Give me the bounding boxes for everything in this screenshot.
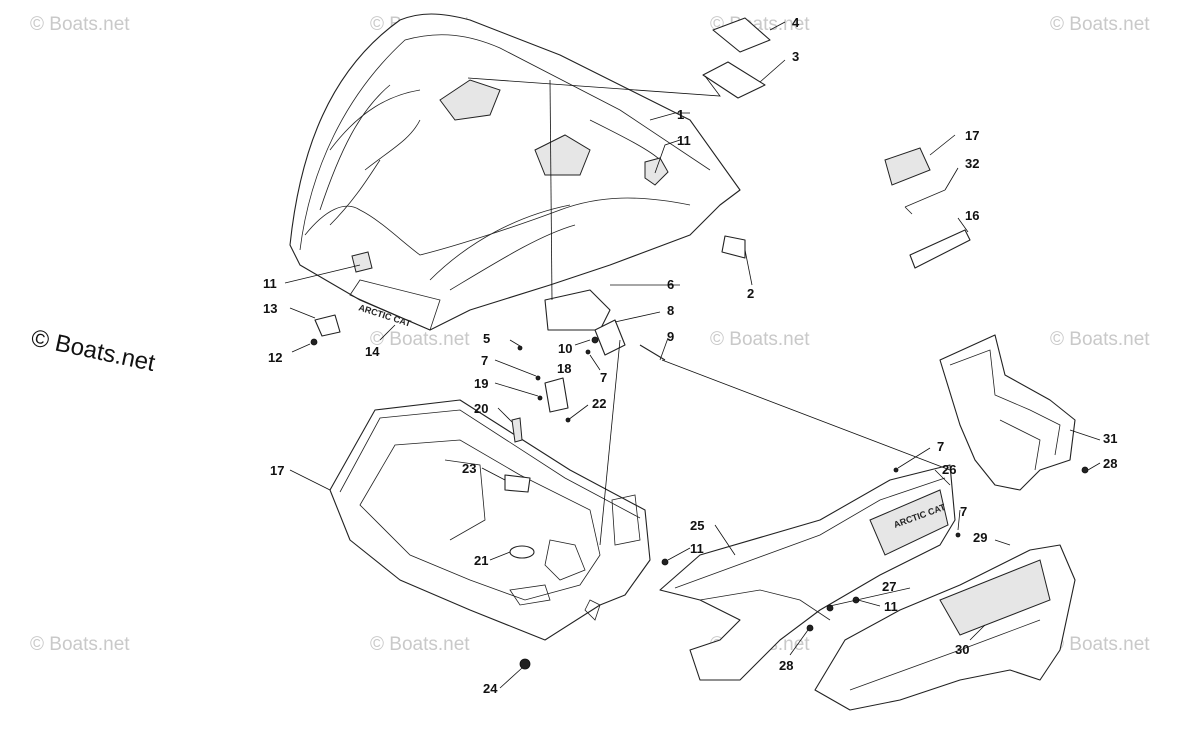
screw-part-7: [893, 467, 899, 473]
watermark-main: © Boats.net: [29, 324, 158, 377]
nut-part-11: [661, 558, 669, 566]
vent-part-4: [712, 17, 771, 53]
screw-part-28: [1081, 466, 1089, 474]
pin-part-9: [639, 344, 666, 361]
callout-7: 7: [937, 439, 944, 454]
screw-part-12: [310, 338, 318, 346]
strap-part-15: [909, 229, 971, 269]
decal-part-26: [869, 489, 949, 556]
nut-part-7: [535, 375, 541, 381]
hinge-part-8: [594, 319, 626, 356]
callout-10: 10: [558, 341, 572, 356]
callout-1: 1: [677, 107, 684, 122]
callout-25: 25: [690, 518, 704, 533]
callout-5: 5: [483, 331, 490, 346]
watermark-tiles: © Boats.net © Boats.net © Boats.net © Bo…: [30, 14, 1150, 655]
callout-12: 12: [268, 350, 282, 365]
bracket-part-13: [314, 314, 341, 337]
callout-26: 26: [942, 462, 956, 477]
callout-16: 17: [965, 128, 979, 143]
side-pod-part-31: [939, 334, 1076, 491]
callout-28: 28: [1103, 456, 1117, 471]
callout-3: 3: [792, 49, 799, 64]
lower-panel-part-29: [814, 544, 1076, 711]
screw-part-28: [806, 624, 814, 632]
callout-8: 8: [667, 303, 674, 318]
callout-11: 11: [884, 599, 898, 614]
callout-31: 31: [1103, 431, 1117, 446]
callout-21: 21: [474, 553, 488, 568]
storage-bin-part-17: [329, 377, 651, 641]
hood-part-1: ARCTIC CAT: [289, 13, 741, 331]
callout-11: 11: [690, 541, 704, 556]
callout-7: 7: [481, 353, 488, 368]
callout-11: 11: [677, 133, 691, 148]
tool-part-32: [904, 189, 946, 215]
washer-part-10: [591, 336, 599, 344]
hinge-bracket-part-6: [544, 289, 611, 331]
callout-23: 23: [462, 461, 476, 476]
label-part-20: [511, 417, 523, 443]
callout-7: 7: [600, 370, 607, 385]
callout-14: 14: [365, 344, 380, 359]
plug-part-21: [509, 545, 535, 559]
callout-27: 27: [882, 579, 896, 594]
callout-9: 9: [667, 329, 674, 344]
watermark-tile: © Boats.net: [30, 634, 130, 655]
callout-20: 20: [474, 401, 488, 416]
pad-part-16: [884, 147, 931, 186]
callout-7: 7: [960, 504, 967, 519]
push-rivet-part-24: [519, 658, 531, 670]
watermark-tile: © Boats.net: [370, 634, 470, 655]
callout-22: 22: [592, 396, 606, 411]
watermark-tile: © Boats.net: [1050, 329, 1150, 350]
callout-19: 19: [474, 376, 488, 391]
watermark-tile: © Boats.net: [370, 329, 470, 350]
trim-strip-part-2: [721, 235, 746, 259]
callout-15: 16: [965, 208, 979, 223]
callout-32: 32: [965, 156, 979, 171]
watermark-tile: © Boats.net: [1050, 634, 1150, 655]
watermark-tile: © Boats.net: [30, 14, 130, 35]
callout-17: 17: [270, 463, 284, 478]
callout-29: 29: [973, 530, 987, 545]
callout-24: 24: [483, 681, 498, 696]
latch-part-18: [544, 377, 569, 413]
washer-part-19: [537, 395, 543, 401]
nut-part-7: [585, 349, 591, 355]
callout-4: 4: [792, 15, 800, 30]
screw-part-7: [955, 532, 961, 538]
callout-11: 11: [263, 276, 277, 291]
decal-part-30: [939, 559, 1051, 636]
callout-28: 28: [779, 658, 793, 673]
callout-labels: 4 3 1 11 17 32 16 2 11 13 12 14 6 8 9 5 …: [263, 15, 1117, 696]
watermark-tile: © Boats.net: [710, 329, 810, 350]
leader-lines: [284, 21, 1101, 689]
callout-6: 6: [667, 277, 674, 292]
side-panel-part-25: ARCTIC CAT: [659, 464, 956, 681]
screw-part-5: [517, 345, 523, 351]
label-part-23: [504, 474, 531, 493]
watermark-tile: © Boats.net: [1050, 14, 1150, 35]
clip-part-27: [826, 604, 834, 612]
vent-gasket-part-3: [702, 61, 766, 99]
callout-30: 30: [955, 642, 969, 657]
callout-13: 13: [263, 301, 277, 316]
callout-2: 2: [747, 286, 754, 301]
callout-18: 18: [557, 361, 571, 376]
